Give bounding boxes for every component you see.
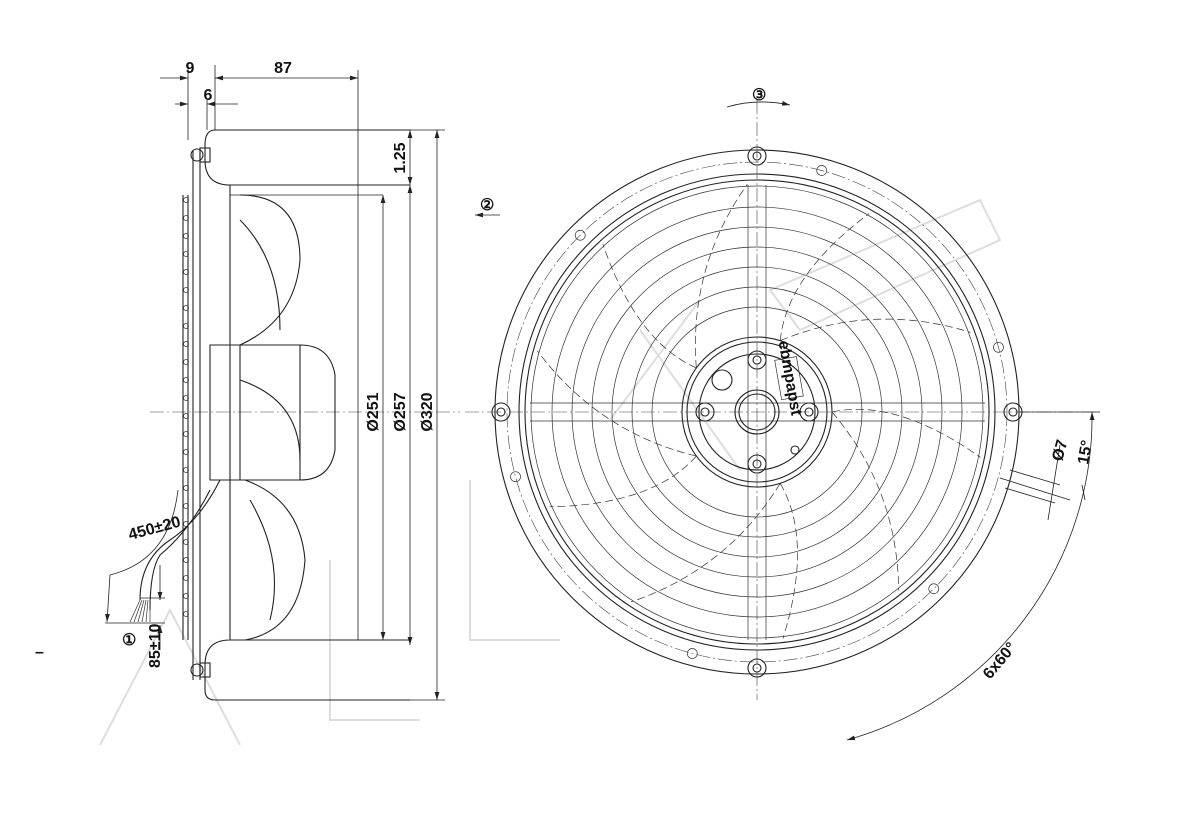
rivet (183, 395, 189, 401)
rivet (183, 251, 189, 257)
fixing-hole (928, 583, 940, 595)
rivet (183, 449, 189, 455)
marker-2: ② (480, 197, 494, 214)
hole-angle: 15° (1075, 439, 1096, 466)
hub-bolt (799, 402, 819, 422)
fan-blade (602, 184, 748, 369)
hub-bolt (695, 402, 715, 422)
rivet (183, 503, 189, 509)
rivet (183, 431, 189, 437)
cable (139, 479, 221, 611)
rivet (183, 305, 189, 311)
strip-length: 85±10 (147, 624, 164, 668)
mount-bolt (491, 402, 511, 422)
rivet (183, 557, 189, 563)
hub-port (711, 369, 733, 391)
dia-320: Ø320 (419, 392, 436, 431)
watermark (99, 198, 1002, 746)
fixing-hole (993, 341, 1004, 353)
dim-87: 87 (274, 60, 292, 77)
hub-bolt (752, 355, 762, 365)
motor-outline (209, 344, 336, 481)
rivet (183, 287, 189, 293)
dash-mark: – (35, 644, 44, 661)
hub-bolt (747, 350, 767, 370)
hub-bolt (804, 407, 814, 417)
rivet (183, 467, 189, 473)
rivet (183, 611, 189, 617)
fan-blade (537, 350, 697, 508)
fixing-hole (510, 471, 521, 483)
guard-struts (530, 185, 985, 640)
hub-bolt (700, 407, 710, 417)
dim-1-25: 1.25 (392, 142, 409, 173)
rivet (183, 593, 189, 599)
earth-screw (790, 445, 800, 455)
rivet (183, 215, 189, 221)
hub-bolt (747, 454, 767, 474)
rivet (183, 359, 189, 365)
shaft-bore-inner (738, 393, 776, 431)
rivet (183, 233, 189, 239)
marker-1: ① (122, 632, 136, 649)
dia-251: Ø251 (365, 392, 382, 431)
rivet (183, 269, 189, 275)
fixing-hole (816, 165, 828, 176)
bolt-top (190, 147, 211, 163)
side-view: 9 87 6 1.25 Ø251 Ø257 Ø320 450±20 85±10 … (35, 60, 460, 701)
mount-bolt (747, 146, 767, 166)
mount-bolt (496, 407, 506, 417)
hole-dia: Ø7 (1049, 438, 1071, 463)
hole-pattern: 6x60° (980, 639, 1020, 682)
fan-blade (779, 213, 971, 341)
rivet (183, 485, 189, 491)
housing-outline (204, 129, 410, 701)
cable-wires (129, 599, 151, 623)
fixing-hole (574, 229, 586, 241)
cable-length: 450±20 (127, 514, 183, 544)
rivet (183, 575, 189, 581)
rivet (183, 323, 189, 329)
fan-blade (831, 409, 981, 591)
fixing-hole (686, 648, 698, 659)
mount-bolt (752, 663, 762, 673)
rotation-arrow (726, 100, 791, 108)
dim-9: 9 (186, 60, 195, 77)
rivet (183, 197, 189, 203)
mount-bolt (747, 658, 767, 678)
rivet (183, 413, 189, 419)
rivet (183, 341, 189, 347)
flange (182, 150, 201, 680)
rivet (183, 377, 189, 383)
marker-3: ③ (752, 87, 766, 104)
bolt-bottom (190, 662, 211, 678)
mount-bolt (752, 151, 762, 161)
rivet (183, 539, 189, 545)
fan-blade (630, 483, 798, 639)
dia-257: Ø257 (392, 392, 409, 431)
dim-6: 6 (204, 87, 213, 104)
hub-bolt (752, 459, 762, 469)
fan-blade (239, 194, 306, 641)
shaft-bore (734, 389, 780, 435)
front-view: ebmpapst ③ ② Ø7 15° 6x60° (465, 87, 1100, 741)
